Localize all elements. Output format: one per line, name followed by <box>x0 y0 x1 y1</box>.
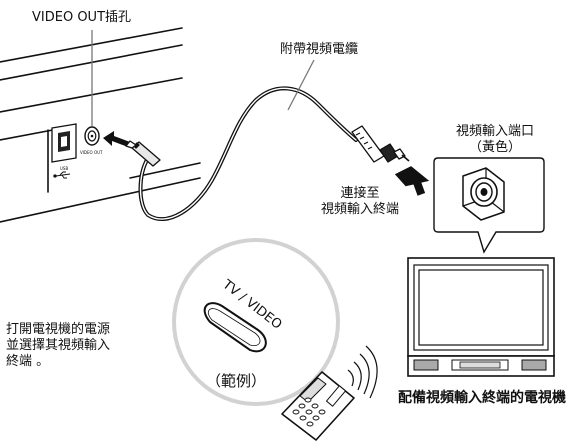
rca-jack-icon <box>462 167 505 221</box>
usb-port-label: USB <box>60 166 68 171</box>
instrument-rear-panel <box>0 27 201 223</box>
mini-plug <box>125 140 161 167</box>
cable-callout-line <box>287 59 315 111</box>
video-out-jack-label: VIDEO OUT插孔 <box>32 10 132 25</box>
tv-caption: 配備視頻輸入終端的電視機 <box>398 390 566 406</box>
video-input-port-label: 視頻輸入端口 （黃色） <box>440 124 550 156</box>
remote-control <box>281 371 355 441</box>
connect-to-label-line2: 視頻輸入終端 <box>320 202 399 217</box>
video-out-panel-label: VIDEO OUT <box>80 150 103 155</box>
television <box>407 257 555 377</box>
remote-signal-waves-icon <box>347 345 378 399</box>
video-cable <box>138 86 358 222</box>
instruction-text-line2: 並選擇其視頻輸入 <box>6 338 111 353</box>
tv-video-button <box>203 302 267 353</box>
remote-magnify-bubble <box>172 238 340 406</box>
insert-arrow-icon <box>103 131 130 147</box>
connect-arrow-icon <box>394 166 430 196</box>
video-input-port-label-line1: 視頻輸入端口 <box>455 124 534 139</box>
rca-plug <box>351 125 410 163</box>
instruction-text-line1: 打開電視機的電源 <box>6 322 111 337</box>
connect-to-label: 連接至 視頻輸入終端 <box>312 186 408 218</box>
instruction-text: 打開電視機的電源 並選擇其視頻輸入 終端 。 <box>6 322 110 370</box>
instruction-text-line3: 終端 。 <box>6 354 50 369</box>
usb-port <box>51 123 77 163</box>
connect-to-label-line1: 連接至 <box>340 186 380 201</box>
included-cable-label: 附帶視頻電纜 <box>280 42 359 57</box>
video-input-port-label-line2: （黃色） <box>468 140 521 155</box>
example-label: （範例） <box>206 372 267 390</box>
usb-symbol-icon <box>53 171 71 179</box>
video-out-jack <box>84 126 100 146</box>
